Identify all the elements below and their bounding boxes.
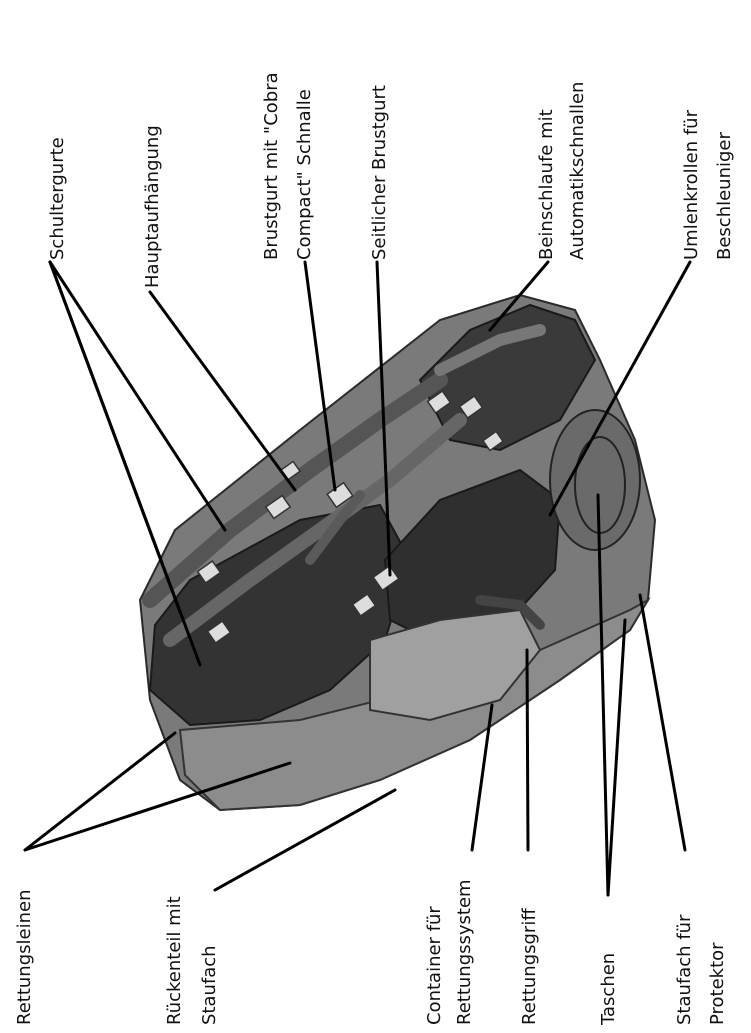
- label-rettungsleinen: Rettungsleinen: [14, 890, 35, 1025]
- label-container-line1: Container für: [424, 906, 445, 1025]
- label-umlenkrollen-line1: Umlenkrollen für: [681, 109, 702, 260]
- label-hauptaufhaengung: Hauptaufhängung: [142, 125, 163, 288]
- label-taschen: Taschen: [598, 953, 619, 1026]
- label-rueckenteil-line2: Staufach: [199, 945, 220, 1025]
- leader-line-rettungsgriff: [527, 650, 528, 850]
- label-container-line2: Rettungssystem: [454, 879, 475, 1025]
- label-beinschlaufe-line2: Automatikschnallen: [567, 82, 588, 260]
- label-rueckenteil-line1: Rückenteil mit: [164, 896, 185, 1025]
- leader-line-taschen-b: [608, 620, 625, 895]
- label-seitlicher-brustgurt: Seitlicher Brustgurt: [369, 85, 390, 260]
- label-brustgurt-line1: Brustgurt mit "Cobra: [261, 72, 282, 260]
- leader-line-schultergurte-a: [50, 262, 225, 530]
- leader-line-rettungsleinen-a: [25, 733, 175, 850]
- label-staufach-line1: Staufach für: [674, 914, 695, 1025]
- label-schultergurte: Schultergurte: [47, 137, 68, 260]
- labels-top: Schultergurte Hauptaufhängung Brustgurt …: [47, 72, 735, 288]
- leader-line-staufach: [640, 595, 685, 850]
- label-brustgurt-line2: Compact" Schnalle: [294, 89, 315, 260]
- harness-illustration: [140, 295, 655, 810]
- label-umlenkrollen-line2: Beschleuniger: [714, 132, 735, 260]
- label-staufach-line2: Protektor: [707, 942, 728, 1025]
- label-beinschlaufe-line1: Beinschlaufe mit: [536, 109, 557, 260]
- label-rettungsgriff: Rettungsgriff: [519, 908, 540, 1025]
- leader-line-schultergurte-c: [50, 262, 200, 665]
- labels-bottom: Rettungsleinen Rückenteil mit Staufach C…: [14, 879, 728, 1026]
- leader-line-hauptaufhaengung: [150, 292, 295, 490]
